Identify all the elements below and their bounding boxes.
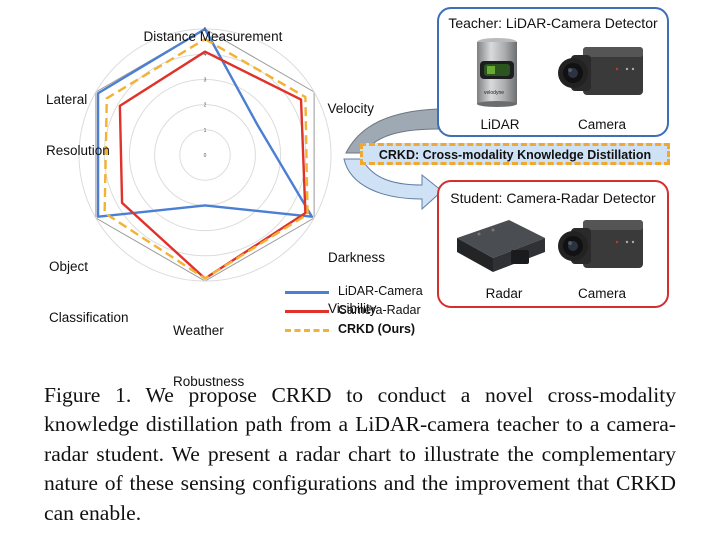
radar-series-crkd-ours <box>103 37 309 280</box>
legend-swatch-camera-radar <box>285 310 329 313</box>
legend-label-crkd: CRKD (Ours) <box>338 322 416 336</box>
radar-chart: 0 1 2 3 4 5 <box>78 27 332 282</box>
teacher-box: Teacher: LiDAR-Camera Detector velodyne <box>437 7 669 137</box>
student-box: Student: Camera-Radar Detector Radar Cam… <box>437 180 669 308</box>
legend-swatch-lidar-camera <box>285 291 329 294</box>
radar-tick-label: 3 <box>204 77 207 83</box>
figure-caption: Figure 1. We propose CRKD to conduct a n… <box>44 383 676 525</box>
lidar-sensor-image <box>477 38 517 107</box>
student-camera-image <box>558 220 643 268</box>
crkd-banner-text: CRKD: Cross-modality Knowledge Distillat… <box>378 148 652 162</box>
radar-tick-label: 4 <box>204 52 207 58</box>
radar-sensor-image <box>457 220 545 272</box>
axis-label-darkness: Darkness Visibility <box>328 250 386 316</box>
legend-swatch-crkd <box>285 329 329 332</box>
lidar-brand-text: velodyne <box>484 90 505 96</box>
upper-arrow-shape <box>345 108 439 154</box>
legend-label-camera-radar: Camera-Radar <box>338 303 421 317</box>
teacher-camera-image <box>558 47 643 95</box>
teacher-device-lidar: LiDAR <box>480 117 520 132</box>
lower-arrow-shape <box>343 158 443 211</box>
radar-tick-label: 0 <box>204 153 207 159</box>
legend-item-camera-radar: Camera-Radar <box>285 302 445 320</box>
axis-label-velocity: Velocity <box>327 101 375 116</box>
radar-tick-label: 1 <box>204 128 207 134</box>
student-device-radar: Radar <box>485 286 523 301</box>
axis-label-distance: Distance Measurement <box>143 29 283 44</box>
radar-grid-ring <box>128 78 282 232</box>
radar-series-lidar-camera <box>96 27 314 218</box>
teacher-title: Teacher: LiDAR-Camera Detector <box>448 15 658 31</box>
legend-item-crkd: CRKD (Ours) <box>285 321 445 339</box>
legend-label-lidar-camera: LiDAR-Camera <box>338 284 423 298</box>
teacher-device-camera: Camera <box>577 117 626 132</box>
radar-tick-label: 5 <box>204 27 207 33</box>
distillation-arrows <box>343 108 443 211</box>
crkd-banner: CRKD: Cross-modality Knowledge Distillat… <box>360 143 670 165</box>
axis-label-weather: Weather Robustness <box>173 323 245 389</box>
axis-label-classification: Object Classification <box>49 259 129 325</box>
axis-label-lateral: Lateral Resolution <box>46 92 110 158</box>
student-device-camera: Camera <box>577 286 626 301</box>
legend-item-lidar-camera: LiDAR-Camera <box>285 283 445 301</box>
radar-grid-ring <box>179 129 231 181</box>
radar-tick-label: 2 <box>204 103 207 109</box>
student-title: Student: Camera-Radar Detector <box>450 190 656 206</box>
